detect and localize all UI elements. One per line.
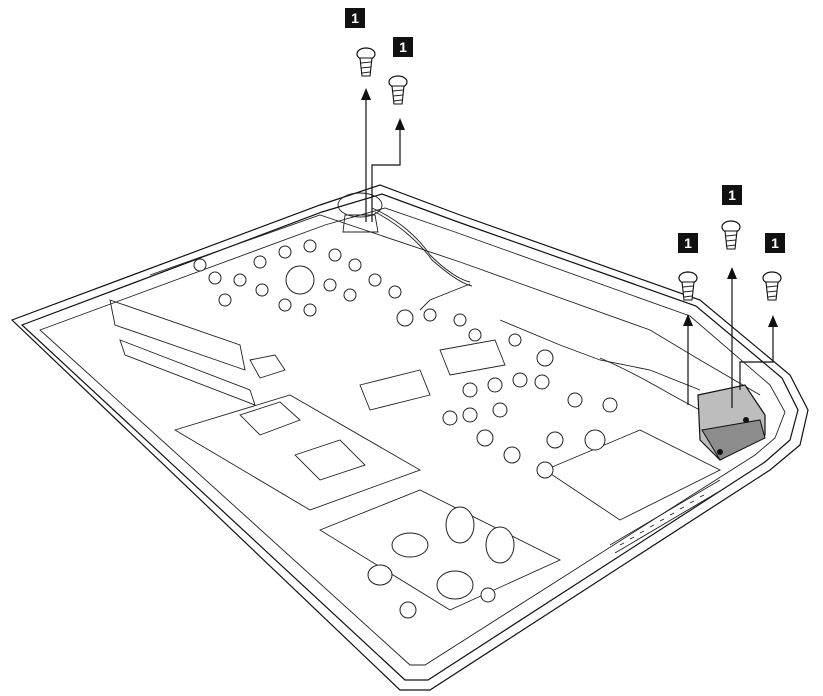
- callout-badge: 1: [393, 37, 413, 57]
- screw-icon: [388, 75, 408, 105]
- right-hinge-bracket: [697, 384, 766, 461]
- callout-label: 1: [351, 10, 359, 26]
- callout-badge: 1: [678, 233, 698, 253]
- callout-label: 1: [684, 235, 692, 251]
- screw-icon: [678, 271, 698, 301]
- callout-label: 1: [728, 187, 736, 203]
- callout-badge: 1: [765, 233, 785, 253]
- screw-icon: [356, 47, 376, 77]
- callout-badge: 1: [345, 8, 365, 28]
- removal-arrows: [361, 88, 778, 408]
- antenna-cable: [419, 283, 701, 411]
- callout-label: 1: [771, 235, 779, 251]
- left-hinge: [337, 192, 473, 287]
- screw-icon: [762, 271, 782, 301]
- side-vents: [609, 479, 726, 554]
- inner-structure: [109, 299, 722, 611]
- screw-icon: [721, 220, 741, 250]
- ventilation-holes: [193, 239, 618, 619]
- callout-badge: 1: [722, 185, 742, 205]
- callout-label: 1: [399, 39, 407, 55]
